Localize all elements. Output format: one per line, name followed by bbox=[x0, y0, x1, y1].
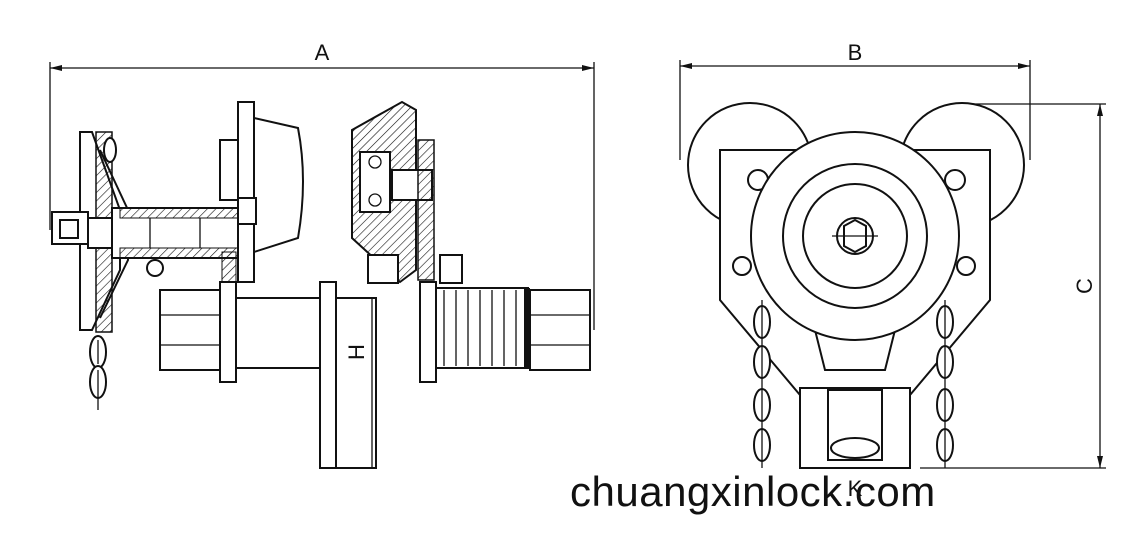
side-view: A bbox=[49, 40, 595, 469]
cross-shaft bbox=[159, 281, 591, 383]
front-chain-wheel bbox=[750, 131, 960, 341]
dimension-b: B bbox=[679, 40, 1031, 160]
dimension-c-label: C bbox=[1072, 278, 1097, 294]
load-hanger: K bbox=[799, 329, 911, 501]
beam-flange: H bbox=[319, 281, 377, 469]
hand-chain bbox=[89, 137, 117, 410]
dimension-k-label: K bbox=[848, 476, 863, 501]
dimension-b-label: B bbox=[848, 40, 863, 65]
left-track-wheel bbox=[219, 101, 304, 287]
dimension-h-label: H bbox=[344, 344, 369, 360]
dimension-a: A bbox=[49, 40, 595, 330]
dimension-c: C bbox=[920, 103, 1106, 469]
front-hand-chain-right bbox=[936, 300, 954, 468]
front-view: B C K bbox=[679, 40, 1106, 501]
front-hand-chain-left bbox=[753, 300, 771, 468]
dimension-a-label: A bbox=[315, 40, 330, 65]
right-track-wheel bbox=[351, 100, 463, 284]
watermark: chuangxinlock.com bbox=[570, 468, 936, 515]
